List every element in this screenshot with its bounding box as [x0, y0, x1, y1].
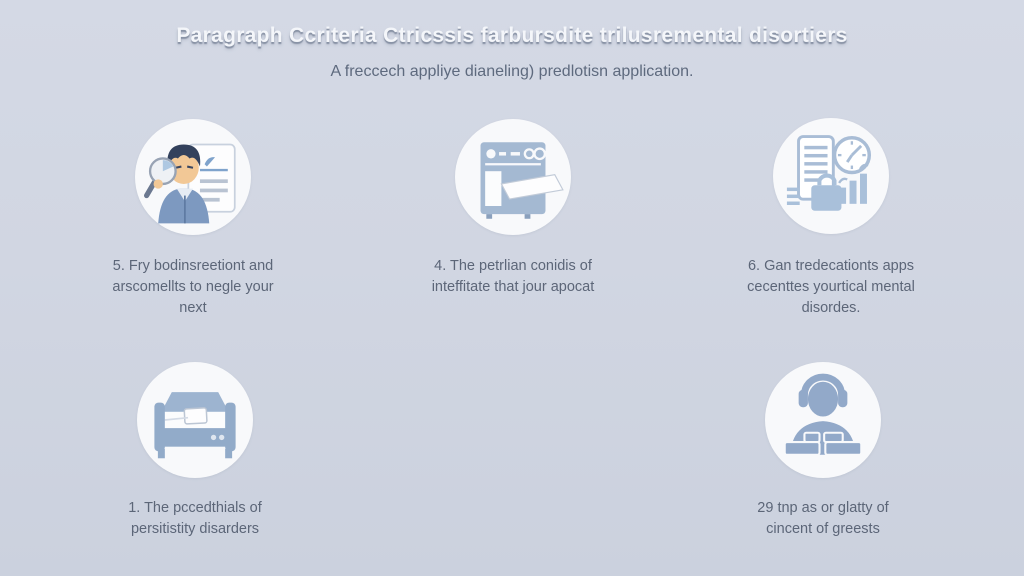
page-title: Paragraph Ccriteria Ctricssis farbursdit…	[176, 24, 848, 47]
report-clock-chart-lock-icon	[786, 135, 872, 211]
caption-analysis: 5. Fry bodinsreetiont and arscomellts to…	[75, 256, 311, 319]
printer-copier-icon	[480, 142, 564, 219]
caption-line: 29 tnp as or glatty of	[757, 500, 889, 516]
caption-printer: 4. The petrlian conidis of inteffitate t…	[395, 256, 631, 298]
caption-support: 29 tnp as or glatty of cincent of greest…	[705, 498, 941, 540]
caption-line: cincent of greests	[766, 521, 880, 537]
person-magnifier-document-icon	[143, 143, 236, 224]
caption-line: 1. The pccedthials of	[128, 500, 262, 516]
caption-line: 6. Gan tredecationts apps	[747, 258, 915, 274]
support-agent-headphones-icon	[783, 373, 863, 456]
badge-circle-bed	[137, 362, 253, 478]
badge-circle-printer	[455, 119, 571, 235]
badge-circle-report	[773, 118, 889, 234]
caption-line: persitistity disarders	[130, 521, 260, 537]
caption-line: 4. The petrlian conidis of	[434, 258, 592, 274]
badge-circle-support	[765, 362, 881, 478]
caption-line: next	[179, 300, 207, 316]
caption-line: 5. Fry bodinsreetiont and	[112, 258, 274, 274]
caption-line: cecenttes yourtical mental	[747, 279, 915, 295]
caption-line: inteffitate that jour apocat	[431, 279, 595, 295]
badge-circle-analysis	[135, 119, 251, 235]
caption-line: arscomellts to negle your	[112, 279, 274, 295]
caption-bed: 1. The pccedthials of persitistity disar…	[77, 498, 313, 540]
caption-report: 6. Gan tredecationts apps cecenttes your…	[713, 256, 949, 319]
bed-icon	[154, 392, 236, 459]
caption-line: disordes.	[801, 300, 861, 316]
page-subtitle: A freccech appliye dianeling) predlotisn…	[330, 63, 694, 80]
